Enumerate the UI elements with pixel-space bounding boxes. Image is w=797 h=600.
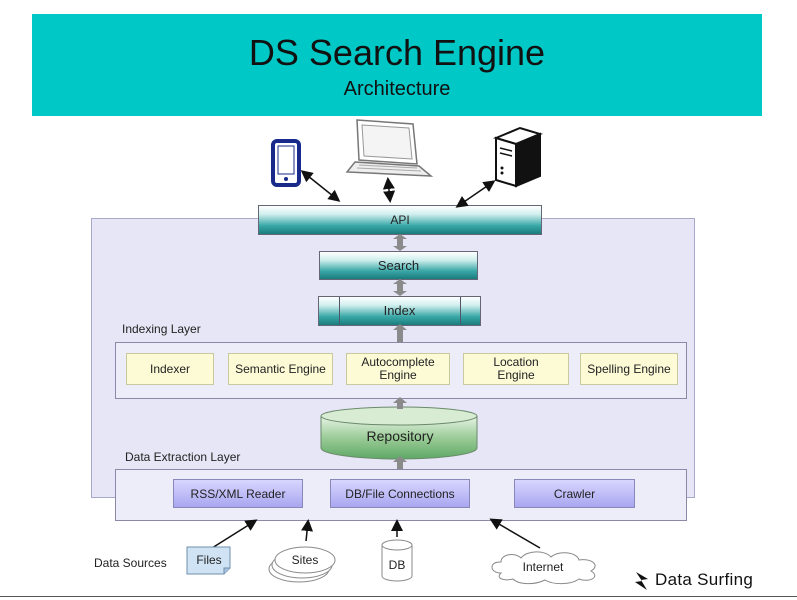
index-indexing-link bbox=[393, 324, 407, 342]
footer-rule bbox=[0, 596, 797, 597]
rss-xml-reader-box: RSS/XML Reader bbox=[173, 479, 303, 508]
autocomplete-engine-box: Autocomplete Engine bbox=[346, 353, 450, 385]
internet-cloud-icon bbox=[491, 551, 596, 585]
sites-label: Sites bbox=[291, 553, 319, 567]
files-label: Files bbox=[196, 553, 222, 567]
semantic-engine-box: Semantic Engine bbox=[228, 353, 333, 385]
sites-arrow bbox=[301, 519, 314, 542]
api-layer: API bbox=[258, 205, 542, 235]
repository-cylinder bbox=[320, 406, 478, 460]
mobile-icon bbox=[271, 139, 301, 187]
db-file-connections-box: DB/File Connections bbox=[330, 479, 470, 508]
repository-label: Repository bbox=[366, 428, 434, 444]
diagram-subtitle: Architecture bbox=[343, 78, 451, 100]
indexing-layer-label: Indexing Layer bbox=[122, 322, 201, 336]
laptop-icon bbox=[345, 119, 434, 177]
api-search-link bbox=[393, 234, 407, 251]
internet-label: Internet bbox=[522, 560, 564, 574]
index-divider-right bbox=[460, 297, 461, 324]
mobile-api-arrow bbox=[300, 170, 341, 202]
search-layer: Search bbox=[319, 251, 478, 280]
sites-icon bbox=[268, 546, 336, 583]
repository-indexing-link bbox=[393, 397, 407, 409]
location-engine-box: Location Engine bbox=[463, 353, 569, 385]
brand-name: Data Surfing bbox=[655, 570, 754, 589]
db-label: DB bbox=[388, 558, 406, 572]
index-label: Index bbox=[383, 303, 416, 318]
crawler-box: Crawler bbox=[514, 479, 635, 508]
data-surfing-logo-icon bbox=[635, 572, 648, 590]
search-index-link bbox=[393, 279, 407, 296]
server-icon bbox=[493, 126, 543, 188]
server-api-arrow bbox=[455, 180, 496, 208]
extraction-repository-link bbox=[393, 456, 407, 469]
data-extraction-label: Data Extraction Layer bbox=[125, 450, 241, 464]
indexer-box: Indexer bbox=[126, 353, 214, 385]
data-sources-label: Data Sources bbox=[94, 556, 167, 570]
laptop-api-arrow bbox=[382, 177, 396, 203]
db-icon bbox=[381, 539, 413, 582]
diagram-title: DS Search Engine bbox=[248, 32, 546, 73]
index-divider-left bbox=[339, 297, 340, 324]
files-arrow bbox=[211, 519, 258, 549]
title-banner: DS Search Engine Architecture bbox=[32, 14, 762, 116]
internet-arrow bbox=[489, 518, 541, 549]
files-icon bbox=[186, 546, 231, 575]
index-layer: Index bbox=[318, 296, 481, 326]
spelling-engine-box: Spelling Engine bbox=[580, 353, 678, 385]
